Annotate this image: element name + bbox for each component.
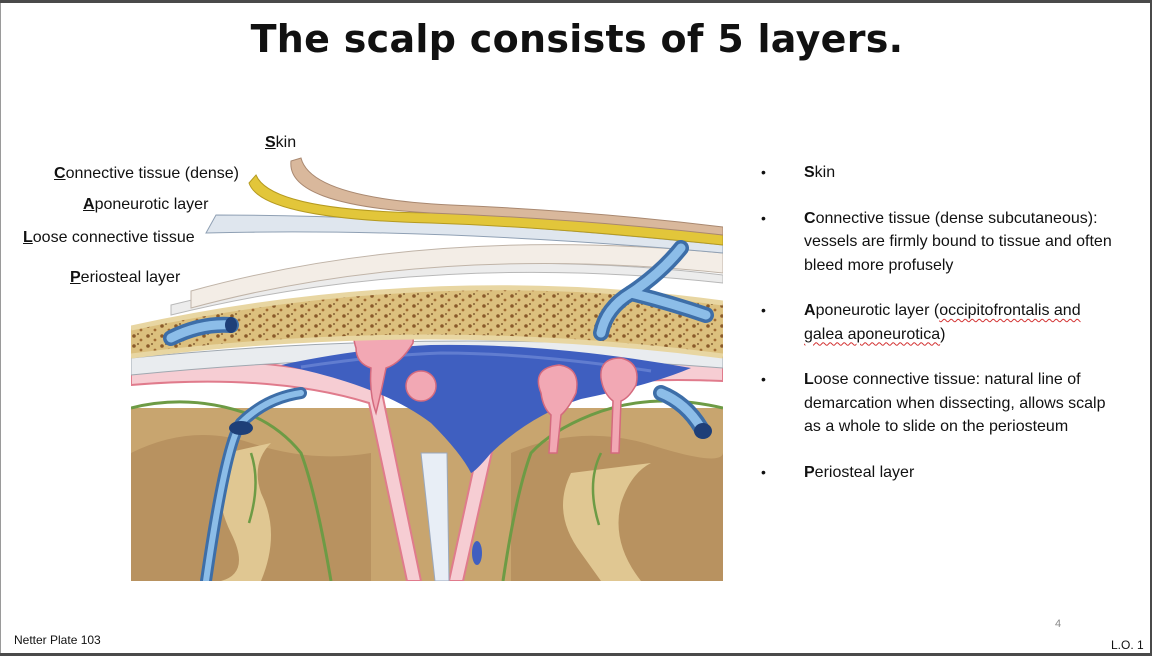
footer-learning-objective: L.O. 1 xyxy=(1111,638,1144,652)
bullet-dot: • xyxy=(761,164,766,180)
bullet-dot: • xyxy=(761,463,766,480)
layer-bullet-list: • Skin • Connective tissue (dense subcut… xyxy=(761,161,1121,484)
label-periosteal-layer: Periosteal layer xyxy=(70,269,181,286)
label-loose-connective-tissue: Loose connective tissue xyxy=(23,229,195,246)
page-number: 4 xyxy=(1055,618,1062,630)
label-skin: Skin xyxy=(265,134,297,151)
bullet-periosteal-layer: • Periosteal layer xyxy=(761,461,1121,485)
footer-source: Netter Plate 103 xyxy=(14,633,101,647)
bullet-dot: • xyxy=(761,302,766,318)
slide: The scalp consists of 5 layers. xyxy=(0,3,1150,653)
label-connective-tissue: Connective tissue (dense) xyxy=(54,165,239,182)
bullet-aponeurotic-layer: • Aponeurotic layer (occipitofrontalis a… xyxy=(761,299,1121,346)
scalp-cross-section-illustration xyxy=(131,153,723,581)
bullet-dot: • xyxy=(761,209,766,226)
bullet-loose-connective-tissue: • Loose connective tissue: natural line … xyxy=(761,368,1121,439)
bullet-skin: • Skin xyxy=(761,161,1121,185)
slide-title: The scalp consists of 5 layers. xyxy=(250,17,904,61)
label-aponeurotic-layer: Aponeurotic layer xyxy=(83,196,209,213)
bullet-connective-tissue: • Connective tissue (dense subcutaneous)… xyxy=(761,207,1121,278)
bullet-dot: • xyxy=(761,371,766,387)
spellcheck-underlined-text: occipitofrontalis and galea aponeurotica xyxy=(804,302,1081,343)
